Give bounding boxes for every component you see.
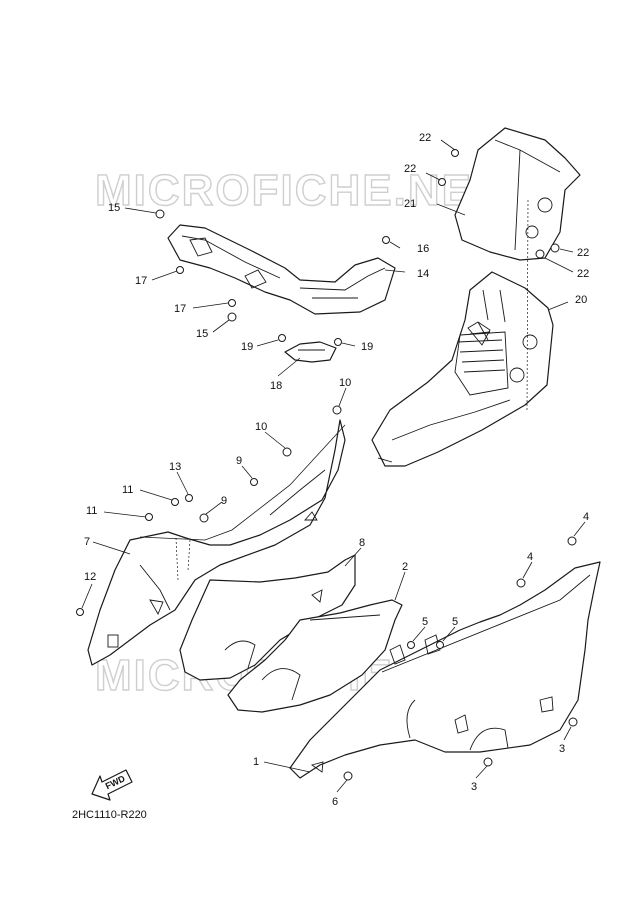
part-1-large-cover bbox=[289, 561, 601, 779]
callout-5b: 5 bbox=[452, 616, 458, 628]
callout-4b: 4 bbox=[527, 551, 533, 563]
watermark-top: MICROFICHE.NET bbox=[95, 166, 502, 215]
callout-1: 1 bbox=[253, 756, 259, 768]
leader-lines bbox=[81, 139, 586, 793]
rod-7 bbox=[139, 424, 346, 541]
callout-22d: 22 bbox=[577, 268, 589, 280]
diagram-code: 2HC1110-R220 bbox=[72, 809, 147, 821]
fwd-arrow-icon: FWD bbox=[91, 769, 133, 801]
callout-9a: 9 bbox=[236, 455, 242, 467]
callout-17a: 17 bbox=[135, 275, 147, 287]
callout-22c: 22 bbox=[577, 247, 589, 259]
part-2-lower-panel bbox=[227, 599, 403, 713]
callout-10a: 10 bbox=[339, 377, 351, 389]
callout-16: 16 bbox=[417, 243, 429, 255]
part-20-seat-base bbox=[371, 271, 554, 467]
alignment-line-21 bbox=[526, 199, 529, 411]
callout-13: 13 bbox=[169, 461, 181, 473]
callout-7: 7 bbox=[84, 536, 90, 548]
callout-4a: 4 bbox=[583, 511, 589, 523]
callout-3a: 3 bbox=[471, 781, 477, 793]
callout-9b: 9 bbox=[221, 495, 227, 507]
callout-15b: 15 bbox=[196, 328, 208, 340]
part-21-upper-cover bbox=[454, 127, 581, 261]
part-7-side-cover bbox=[87, 419, 346, 666]
hardware-fasteners bbox=[76, 149, 578, 781]
callout-22b: 22 bbox=[404, 163, 416, 175]
callout-19a: 19 bbox=[241, 341, 253, 353]
callout-22a: 22 bbox=[419, 132, 431, 144]
dash-line-7 bbox=[175, 537, 191, 581]
callout-8: 8 bbox=[359, 537, 365, 549]
callout-20: 20 bbox=[575, 294, 587, 306]
callout-19b: 19 bbox=[361, 341, 373, 353]
callout-12: 12 bbox=[84, 571, 96, 583]
callout-15a: 15 bbox=[108, 202, 120, 214]
callout-6: 6 bbox=[332, 796, 338, 808]
callout-11a: 11 bbox=[122, 484, 133, 496]
callout-10b: 10 bbox=[255, 421, 267, 433]
part-18-bracket bbox=[284, 341, 337, 363]
callout-21: 21 bbox=[404, 198, 416, 210]
part-upper-left-housing bbox=[167, 224, 396, 315]
callout-11b: 11 bbox=[86, 505, 97, 517]
callout-5a: 5 bbox=[422, 616, 428, 628]
callout-3b: 3 bbox=[559, 743, 565, 755]
callout-18: 18 bbox=[270, 380, 282, 392]
callout-14: 14 bbox=[417, 268, 429, 280]
callout-17b: 17 bbox=[174, 303, 186, 315]
callout-2: 2 bbox=[402, 561, 408, 573]
